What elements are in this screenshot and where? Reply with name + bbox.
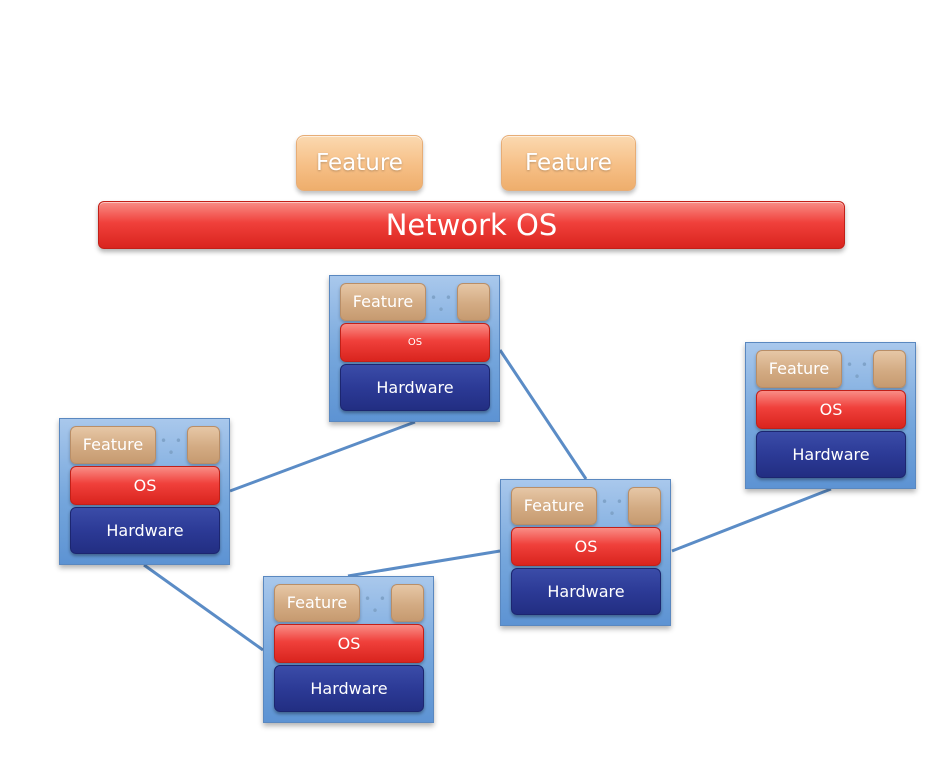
node-feature-box-small xyxy=(873,350,906,388)
node-feature-box-small xyxy=(628,487,661,525)
node-os-layer: OS xyxy=(511,527,661,566)
switch-node-left: Feature • • • OS Hardware xyxy=(59,418,230,565)
ellipsis-dots: • • • xyxy=(846,358,870,384)
ellipsis-dots: • • • xyxy=(364,592,388,618)
node-feature-box: Feature xyxy=(70,426,156,464)
ellipsis-dots: • • • xyxy=(160,434,184,460)
switch-node-bottom: Feature • • • OS Hardware xyxy=(263,576,434,723)
node-hardware-layer: Hardware xyxy=(511,568,661,615)
link-node-center-to-node-middle xyxy=(498,349,588,480)
node-os-layer: OS xyxy=(70,466,220,505)
node-os-layer: OS xyxy=(756,390,906,429)
node-feature-box: Feature xyxy=(340,283,426,321)
node-os-layer: OS xyxy=(274,624,424,663)
switch-node-center: Feature • • • OS Hardware xyxy=(329,275,500,422)
node-feature-box: Feature xyxy=(274,584,360,622)
switch-node-right: Feature • • • OS Hardware xyxy=(745,342,916,489)
node-hardware-layer: Hardware xyxy=(756,431,906,478)
ellipsis-dots: • • • xyxy=(601,495,625,521)
ellipsis-dots: • • • xyxy=(430,291,454,317)
node-feature-box: Feature xyxy=(511,487,597,525)
switch-node-middle: Feature • • • OS Hardware xyxy=(500,479,671,626)
node-hardware-layer: Hardware xyxy=(70,507,220,554)
node-hardware-layer: Hardware xyxy=(340,364,490,411)
node-feature-box-small xyxy=(187,426,220,464)
link-node-center-to-node-left xyxy=(229,420,416,493)
link-node-bottom-to-node-middle xyxy=(347,549,501,578)
link-node-left-to-node-bottom xyxy=(143,563,264,652)
link-node-middle-to-node-right xyxy=(671,487,832,553)
node-feature-box-small xyxy=(457,283,490,321)
node-feature-box: Feature xyxy=(756,350,842,388)
network-os-bar: Network OS xyxy=(98,201,845,249)
node-feature-box-small xyxy=(391,584,424,622)
node-hardware-layer: Hardware xyxy=(274,665,424,712)
feature-box-top-1: Feature xyxy=(296,135,423,191)
feature-box-top-2: Feature xyxy=(501,135,636,191)
node-os-layer: OS xyxy=(340,323,490,362)
